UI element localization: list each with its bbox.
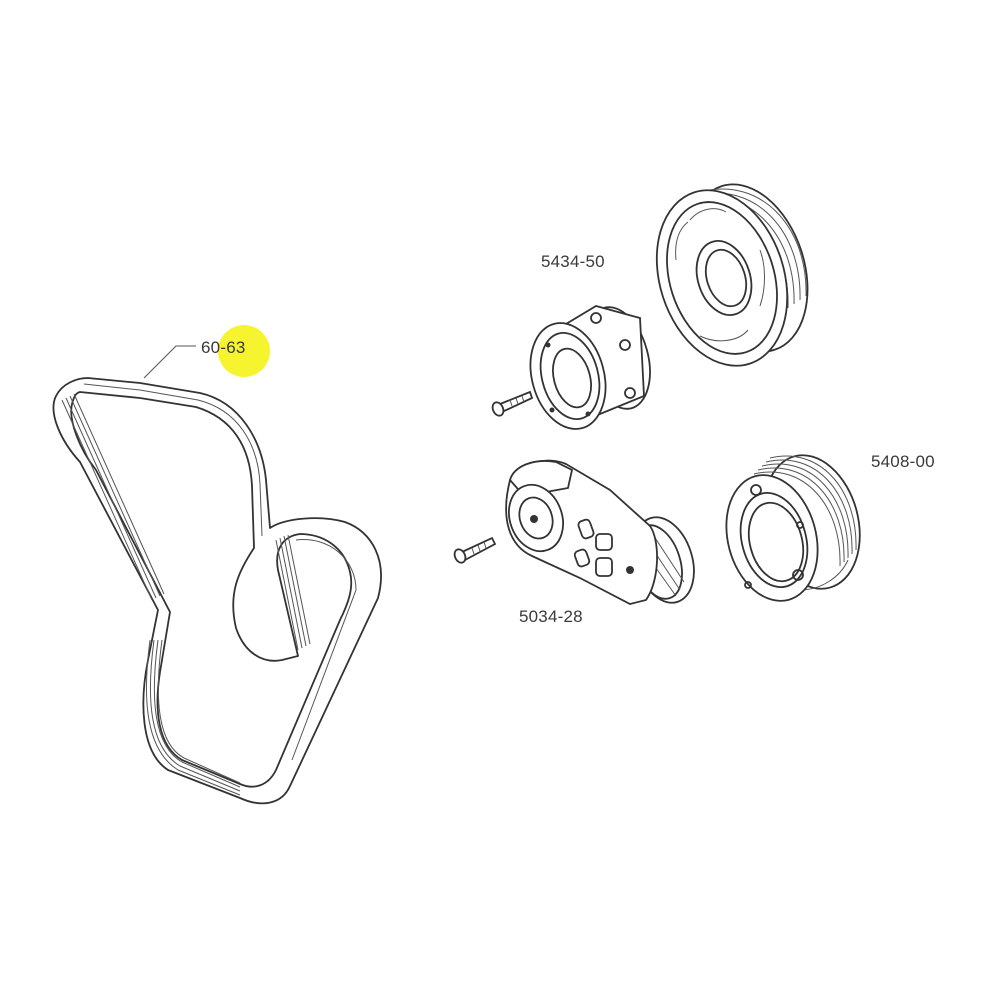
grooved-pulley-icon[interactable] [635,169,828,383]
bolt-icon[interactable] [453,536,497,564]
callout-belt-prefix: 60 [201,338,221,357]
callout-tensioner[interactable]: 5034-28 [519,607,583,626]
pulley-hub-icon[interactable] [519,300,660,437]
serpentine-belt-icon[interactable] [52,345,382,805]
callout-crank-pulley[interactable]: 5408-00 [871,452,935,471]
belt-leader-line [143,345,196,379]
belt-tensioner-icon[interactable] [500,459,704,611]
callout-idler-pulley[interactable]: 5434-50 [541,252,605,271]
callout-belt[interactable]: 60-63 [201,338,246,358]
bolt-icon[interactable] [491,390,534,417]
ribbed-pulley-icon[interactable] [713,444,874,611]
highlight-marker [218,325,270,377]
callout-belt-suffix: 63 [226,338,246,357]
callout-belt-separator: - [220,338,227,357]
